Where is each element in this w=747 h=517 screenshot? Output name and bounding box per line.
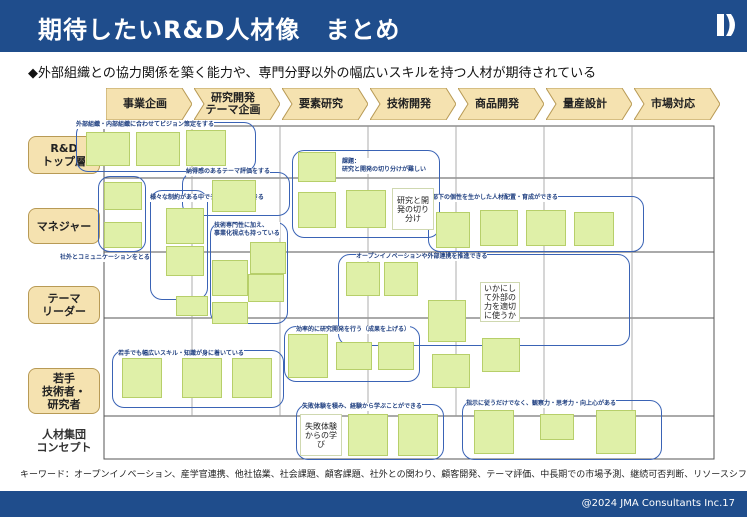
row-label-top: R&D トップ層 xyxy=(28,136,100,174)
sticky-note xyxy=(122,358,162,398)
phase-chevron: 商品開発 xyxy=(458,88,544,120)
sticky-note xyxy=(474,410,514,454)
phase-chevron: 研究開発 テーマ企画 xyxy=(194,88,280,120)
highlight-note: 研究と開発の切り分け xyxy=(392,188,434,230)
phase-label: 商品開発 xyxy=(475,97,519,110)
phase-chevron: 技術開発 xyxy=(370,88,456,120)
group-label: 課題： 研究と開発の切り分けが難しい xyxy=(342,158,427,174)
sticky-note xyxy=(378,342,414,370)
sticky-note xyxy=(540,414,574,440)
sticky-note xyxy=(480,210,518,246)
phase-label: 事業企画 xyxy=(123,97,167,110)
group-label: 指示に従うだけでなく、観察力・思考力・向上心がある xyxy=(466,400,617,408)
group-label: オープンイノベーションや外部連携を推進できる xyxy=(356,253,488,261)
group-ext-comm xyxy=(98,176,146,252)
group-label: 失敗体験を積み、経験から学ぶことができる xyxy=(302,403,422,411)
sticky-note xyxy=(182,358,222,398)
sticky-note xyxy=(212,260,248,296)
group-label: 若手でも幅広いスキル・知識が身に着いている xyxy=(118,350,244,358)
header-bar: 期待したいR&D人材像 まとめ xyxy=(0,0,747,52)
sticky-note xyxy=(526,210,566,246)
phase-chevron: 市場対応 xyxy=(634,88,720,120)
sticky-note xyxy=(250,242,286,274)
row-label-young: 若手 技術者・ 研究者 xyxy=(28,368,100,414)
group-label: 外部組織・内部組織に合わせてビジョン策定をする xyxy=(76,121,215,129)
sticky-note xyxy=(298,192,336,228)
sticky-note xyxy=(212,180,256,212)
sticky-note xyxy=(186,130,226,166)
sticky-note xyxy=(288,334,328,378)
group-label: 社外とコミュニケーションをとる xyxy=(60,254,150,262)
keywords-line: キーワード：オープンイノベーション、産学官連携、他社協業、社会課題、顧客課題、社… xyxy=(20,470,747,480)
row-label-theme-leader: テーマ リーダー xyxy=(28,286,100,324)
sticky-note xyxy=(346,190,386,228)
sticky-note xyxy=(436,212,470,248)
sticky-note xyxy=(166,208,204,244)
sticky-note xyxy=(212,302,248,324)
row-label-manager: マネジャー xyxy=(28,208,100,244)
sticky-note xyxy=(166,246,204,276)
sticky-note xyxy=(348,414,388,456)
sticky-note xyxy=(596,410,636,454)
phase-label: 量産設計 xyxy=(563,97,607,110)
page-title: 期待したいR&D人材像 まとめ xyxy=(38,16,401,44)
group-label: 技術専門性に加え、 事業化視点も持っている xyxy=(214,222,280,238)
group-constraints xyxy=(150,190,208,300)
phase-chevron: 量産設計 xyxy=(546,88,632,120)
highlight-note: いかにして外部の力を適切に使うか xyxy=(480,282,520,322)
sticky-note xyxy=(86,132,130,166)
sticky-note xyxy=(398,414,438,456)
sticky-note xyxy=(482,338,520,372)
sticky-note xyxy=(428,300,466,342)
phase-label: 技術開発 xyxy=(387,97,431,110)
phase-label: 要素研究 xyxy=(299,97,343,110)
group-label: 部下の個性を生かした人材配置・育成ができる xyxy=(432,194,558,202)
sticky-note xyxy=(136,132,180,166)
footer-bar: @2024 JMA Consultants Inc.17 xyxy=(0,491,747,517)
phase-chevron: 要素研究 xyxy=(282,88,368,120)
highlight-note: 失敗体験からの学び xyxy=(300,414,342,456)
subtitle: ◆外部組織との協力関係を築く能力や、専門分野以外の幅広いスキルを持つ人材が期待さ… xyxy=(28,66,597,81)
copyright-text: @2024 JMA Consultants Inc.17 xyxy=(581,498,735,509)
sticky-note xyxy=(104,222,142,248)
group-label: 効率的に研究開発を行う（成果を上げる） xyxy=(296,326,411,334)
sticky-note xyxy=(336,342,372,370)
sticky-note xyxy=(104,182,142,210)
company-logo-icon xyxy=(717,14,735,36)
sticky-note xyxy=(176,296,208,316)
sticky-note xyxy=(384,262,418,296)
sticky-note xyxy=(432,354,470,388)
phase-chevron: 事業企画 xyxy=(106,88,192,120)
phase-label: 研究開発 テーマ企画 xyxy=(205,91,261,116)
sticky-note xyxy=(298,152,336,182)
sticky-note xyxy=(232,358,272,398)
group-label: 様々な制約がある中でテーマ設定ができる xyxy=(150,194,264,202)
sticky-note xyxy=(248,274,284,302)
row-label-concept: 人材集団 コンセプト xyxy=(36,428,92,454)
group-label: 納得感のあるテーマ評価をする xyxy=(186,168,271,176)
sticky-note xyxy=(574,212,614,246)
phase-label: 市場対応 xyxy=(651,97,695,110)
sticky-note xyxy=(346,262,380,296)
